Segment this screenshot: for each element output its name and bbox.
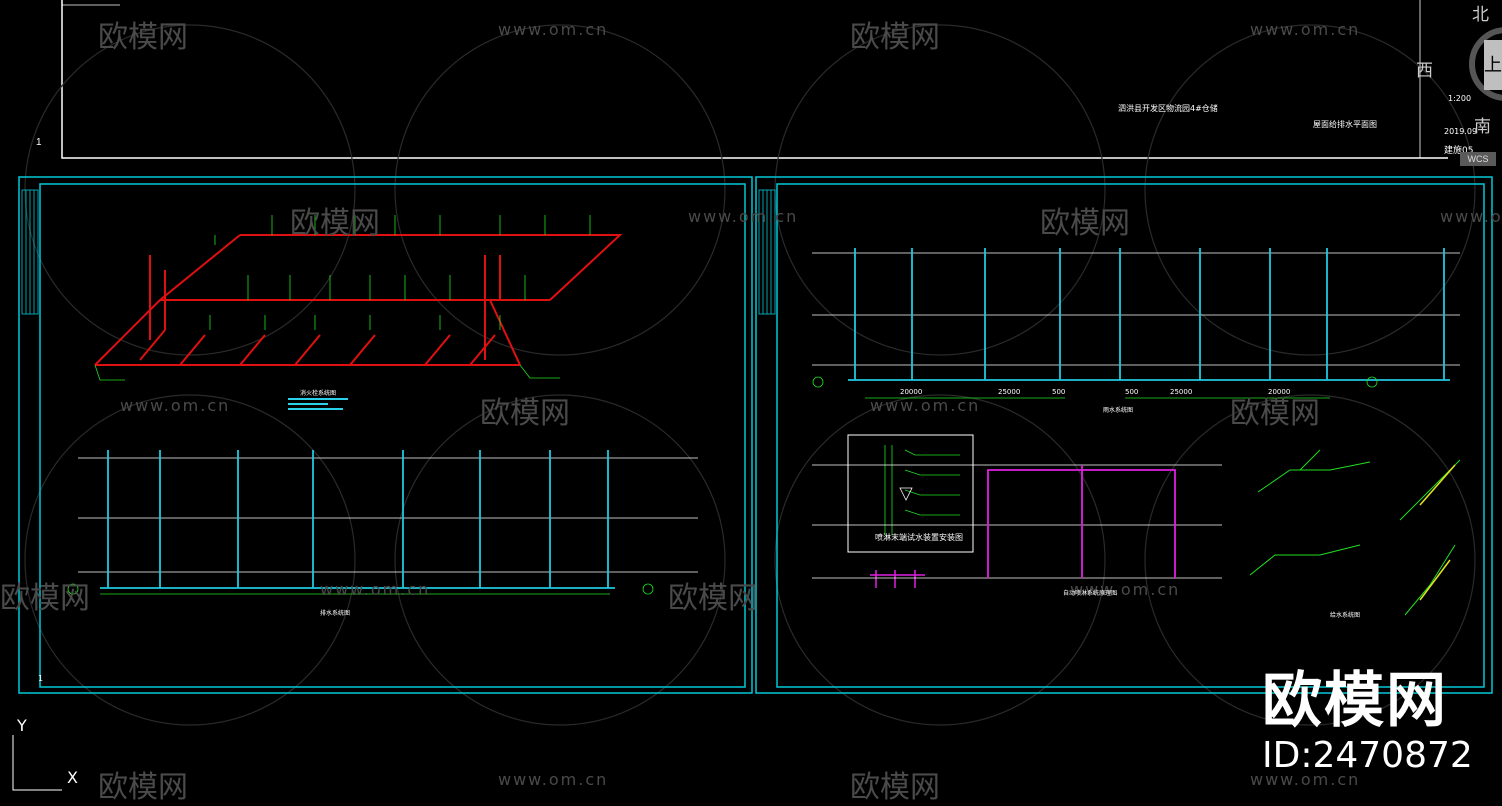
viewcube-top-face[interactable]: 上 [1484, 40, 1502, 90]
rain-dim-1: 20000 [900, 388, 923, 396]
rain-system-risers [848, 248, 1450, 381]
rain-dim-5: 25000 [1170, 388, 1193, 396]
watermark-url-text: www.om.cn [688, 207, 799, 226]
supply-isometric-yellow [1419, 464, 1456, 601]
supply-system-title: 给水系统图 [1330, 612, 1361, 619]
title-block-sheet-no: 建施05 [1444, 146, 1474, 156]
top-sheet-frame-no: 1 [36, 137, 42, 148]
viewcube-south-label[interactable]: 南 [1474, 117, 1491, 137]
ucs-y-label: Y [17, 716, 27, 735]
brand-logo: 欧模网 [1262, 666, 1448, 736]
watermark-logo-text: 欧模网 [668, 581, 758, 616]
ucs-x-label: X [67, 768, 78, 787]
fire-hydrant-isometric-labels [94, 215, 591, 381]
detail-box [847, 434, 974, 553]
left-sheet-frame [18, 176, 753, 694]
title-block-sheet-title: 屋面给排水平面图 [1313, 120, 1377, 129]
rain-system-guide-lines [812, 252, 1460, 366]
watermark-logo-text: 欧模网 [850, 770, 940, 805]
watermark-url-text: www.om.cn [320, 580, 431, 599]
rain-dim-2: 25000 [998, 388, 1021, 396]
watermark-circles [24, 24, 1476, 726]
watermark-logo-text: 欧模网 [290, 206, 380, 241]
title-block-project: 泗洪县开发区物流园4#仓储 [1118, 104, 1218, 113]
viewcube[interactable] [1448, 0, 1502, 170]
spray-system-title: 自动喷淋系统原理图 [1063, 590, 1118, 597]
drain-system-title: 排水系统图 [320, 610, 351, 617]
right-sheet-frame [755, 176, 1493, 694]
rain-system-dimension-line [812, 376, 1378, 399]
left-sheet-frame-no: 1 [38, 674, 44, 683]
watermark-logo-text: 欧模网 [98, 770, 188, 805]
supply-isometric-pipes [1249, 449, 1461, 616]
drain-system-guide-lines [78, 457, 698, 573]
spray-system-guide-lines [812, 464, 1222, 579]
rain-dim-3: 500 [1052, 388, 1066, 396]
watermark-url-text: www.om.cn [498, 20, 609, 39]
detail-box-title: 喷淋末端试水装置安装图 [875, 533, 963, 542]
watermark-logo-text: 欧模网 [850, 20, 940, 55]
wcs-menu-button[interactable]: WCS [1460, 152, 1496, 166]
title-block-date: 2019.09 [1444, 127, 1478, 136]
watermark-url-text: www.om.cn [1440, 207, 1502, 226]
rain-dim-4: 500 [1125, 388, 1139, 396]
viewcube-west-label[interactable]: 西 [1416, 61, 1433, 81]
top-sheet-border [61, 0, 1448, 159]
fire-hydrant-notes [288, 398, 348, 410]
brand-id: ID:2470872 [1262, 735, 1473, 776]
brand-overlay: 欧模网 ID:2470872 [1262, 652, 1473, 776]
watermark-logo-text: 欧模网 [0, 581, 90, 616]
watermark-url-text: www.om.cn [1070, 580, 1181, 599]
watermark-logo-text: 欧模网 [1040, 206, 1130, 241]
watermark-logo-text: 欧模网 [1230, 396, 1320, 431]
viewcube-ring [1469, 27, 1502, 101]
drain-system-risers [100, 450, 615, 589]
fire-hydrant-title: 消火栓系统图 [300, 390, 337, 397]
rain-dim-6: 20000 [1268, 388, 1291, 396]
spray-system-pipes [987, 465, 1176, 578]
drain-system-dimension [67, 583, 654, 595]
watermark-url-text: www.om.cn [1250, 20, 1361, 39]
watermark-logo-text: 欧模网 [480, 396, 570, 431]
fire-hydrant-isometric-pipes [94, 234, 623, 366]
detail-box-contents [884, 445, 960, 535]
detail-box-pipe-stubs [870, 570, 925, 588]
ucs-icon [12, 735, 62, 791]
left-sheet-binding-strip [21, 189, 39, 315]
top-sheet-inner-line [62, 0, 1421, 158]
watermark-url-text: www.om.cn [498, 770, 609, 789]
right-sheet-binding-strip [758, 189, 776, 315]
watermark-url-text: www.om.cn [1250, 770, 1361, 789]
watermark-url-text: www.om.cn [120, 396, 231, 415]
viewcube-north-label[interactable]: 北 [1472, 5, 1489, 25]
watermark-logo-text: 欧模网 [98, 20, 188, 55]
title-block-scale: 1:200 [1448, 94, 1472, 103]
watermark-url-text: www.om.cn [870, 396, 981, 415]
rain-system-title: 雨水系统图 [1103, 407, 1134, 414]
